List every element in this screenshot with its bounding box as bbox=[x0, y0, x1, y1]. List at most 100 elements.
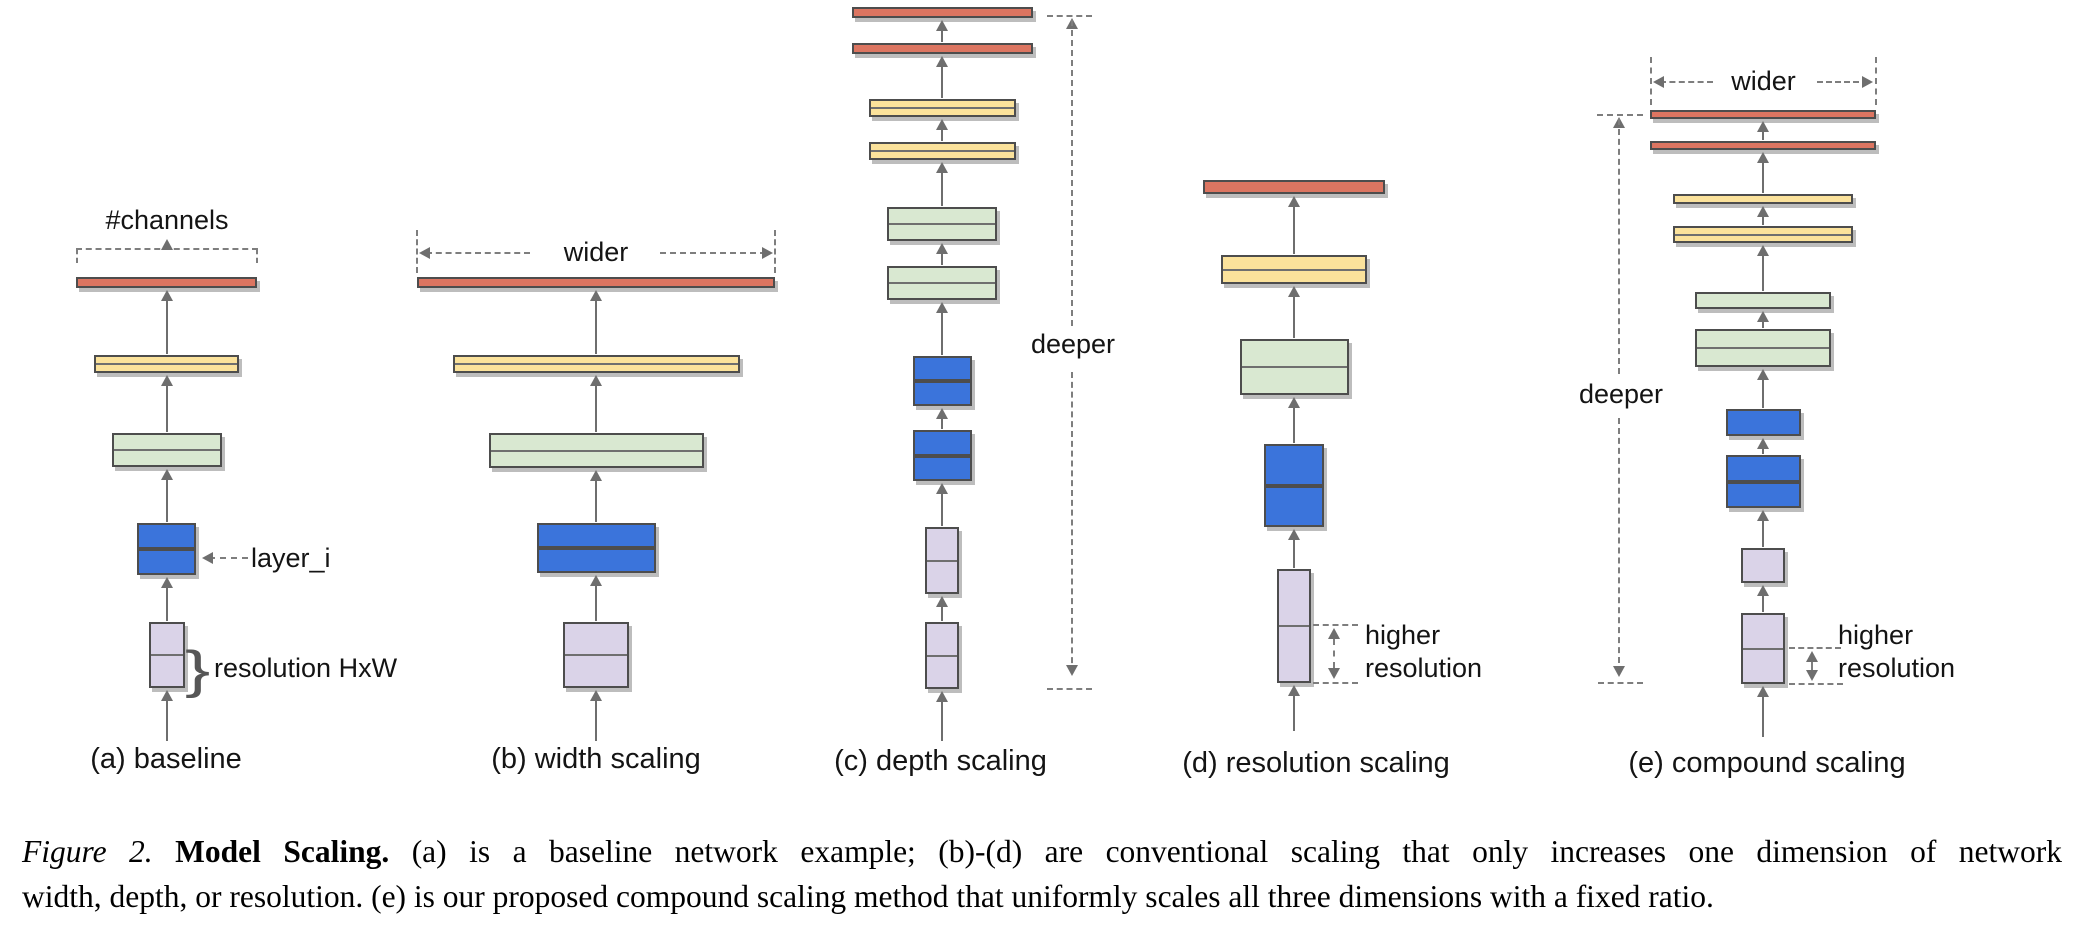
arrowhead-up-icon bbox=[1757, 369, 1769, 380]
layer-split-line bbox=[889, 223, 995, 225]
dashed-hline bbox=[1789, 647, 1841, 649]
arrowhead-up-icon bbox=[1757, 510, 1769, 521]
red-layer-block bbox=[851, 43, 1033, 54]
dashed-hline bbox=[660, 252, 766, 254]
layer-split-line bbox=[1223, 268, 1365, 271]
column-caption-depth-scaling: (c) depth scaling bbox=[834, 745, 1047, 777]
blue-layer-block bbox=[1725, 409, 1801, 436]
blue-layer-block bbox=[137, 523, 196, 575]
arrow-shaft bbox=[1293, 296, 1295, 338]
yellow-layer-block bbox=[94, 355, 239, 373]
layer-split-line bbox=[870, 107, 1014, 109]
layer-split-line bbox=[454, 363, 738, 365]
arrow-shaft bbox=[1762, 131, 1764, 140]
arrow-shaft bbox=[595, 585, 597, 621]
layer-split-line bbox=[565, 654, 627, 656]
layer-split-line bbox=[889, 282, 995, 284]
arrowhead-up-icon bbox=[1288, 397, 1300, 408]
higher-resolution-label-d: higher resolution bbox=[1365, 620, 1483, 683]
layer-i-label: layer_i bbox=[251, 543, 331, 573]
arrow-shaft bbox=[1293, 695, 1295, 731]
arrowhead-up-icon bbox=[590, 690, 602, 701]
arrow-shaft bbox=[1762, 216, 1764, 225]
arrow-shaft bbox=[941, 606, 943, 621]
arrowhead-left-icon bbox=[202, 552, 213, 564]
blue-layer-block bbox=[536, 523, 656, 573]
dashed-hline bbox=[1047, 688, 1092, 690]
blue-layer-block bbox=[912, 430, 972, 481]
dashed-hline bbox=[1817, 81, 1868, 83]
layer-split-line bbox=[139, 547, 194, 551]
arrow-shaft bbox=[1762, 520, 1764, 547]
arrowhead-up-icon bbox=[590, 375, 602, 386]
dashed-vline bbox=[1618, 418, 1620, 673]
purple-layer-block bbox=[925, 527, 959, 594]
green-layer-block bbox=[887, 266, 997, 300]
layer-split-line bbox=[914, 379, 970, 383]
arrowhead-up-icon bbox=[161, 239, 173, 250]
arrow-shaft bbox=[595, 700, 597, 741]
arrowhead-up-icon bbox=[1288, 196, 1300, 207]
arrowhead-up-icon bbox=[590, 575, 602, 586]
layer-split-line bbox=[1266, 483, 1322, 488]
dashed-vline bbox=[1618, 119, 1620, 374]
dashed-vline bbox=[416, 230, 418, 273]
arrow-shaft bbox=[1762, 379, 1764, 408]
green-layer-block bbox=[488, 433, 704, 468]
arrow-shaft bbox=[1293, 206, 1295, 254]
red-layer-block bbox=[851, 7, 1033, 18]
layer-split-line bbox=[927, 559, 957, 562]
dashed-vline bbox=[256, 249, 258, 263]
curly-brace-icon: } bbox=[185, 641, 211, 699]
dashed-vline bbox=[774, 230, 776, 273]
layer-split-line bbox=[1743, 647, 1783, 650]
purple-layer-block bbox=[1741, 548, 1785, 583]
column-caption-width-scaling: (b) width scaling bbox=[491, 743, 701, 775]
arrow-shaft bbox=[595, 300, 597, 354]
purple-layer-block bbox=[148, 622, 185, 688]
yellow-layer-block bbox=[1673, 194, 1853, 204]
yellow-layer-block bbox=[868, 142, 1016, 160]
yellow-layer-block bbox=[452, 355, 740, 373]
arrowhead-right-icon bbox=[762, 247, 773, 259]
dashed-hline bbox=[1313, 682, 1358, 684]
red-layer-block bbox=[1650, 141, 1876, 150]
layer-split-line bbox=[96, 363, 237, 365]
arrowhead-up-icon bbox=[936, 302, 948, 313]
arrow-shaft bbox=[941, 253, 943, 265]
arrowhead-right-icon bbox=[1862, 76, 1873, 88]
arrow-shaft bbox=[1293, 407, 1295, 443]
figure-caption-line1: Figure 2. Model Scaling. (a) is a baseli… bbox=[22, 832, 2062, 871]
arrowhead-up-icon bbox=[160, 375, 173, 386]
purple-layer-block bbox=[1741, 613, 1785, 684]
arrowhead-up-icon bbox=[936, 20, 948, 31]
arrowhead-up-icon bbox=[1757, 245, 1769, 256]
layer-split-line bbox=[1675, 233, 1851, 236]
dashed-vline bbox=[76, 249, 78, 263]
arrowhead-up-icon bbox=[1288, 286, 1300, 297]
arrowhead-up-icon bbox=[936, 162, 948, 173]
column-caption-baseline: (a) baseline bbox=[90, 743, 242, 775]
red-layer-block bbox=[1650, 110, 1876, 119]
layer-split-line bbox=[1697, 347, 1829, 349]
arrow-shaft bbox=[941, 493, 943, 526]
arrowhead-up-icon bbox=[936, 243, 948, 254]
arrow-shaft bbox=[941, 172, 943, 206]
figure-caption-title: Model Scaling. bbox=[175, 834, 390, 869]
arrowhead-up-icon bbox=[936, 483, 948, 494]
arrowhead-left-icon bbox=[419, 247, 430, 259]
layer-split-line bbox=[1279, 625, 1309, 627]
arrow-shaft bbox=[595, 480, 597, 522]
arrow-shaft bbox=[941, 66, 943, 98]
dashed-hline bbox=[1597, 114, 1643, 116]
layer-split-line bbox=[870, 150, 1014, 152]
layer-split-line bbox=[927, 654, 957, 657]
layer-split-line bbox=[1727, 479, 1799, 484]
arrow-shaft bbox=[941, 418, 943, 429]
arrowhead-up-icon bbox=[1757, 311, 1769, 322]
higher-resolution-label-e: higher resolution bbox=[1838, 620, 1956, 683]
figure-caption-line2: width, depth, or resolution. (e) is our … bbox=[22, 879, 1714, 914]
arrow-shaft bbox=[1293, 539, 1295, 568]
figure-caption-body-1: (a) is a baseline network example; (b)-(… bbox=[411, 834, 2063, 869]
arrowhead-down-icon bbox=[1806, 670, 1818, 681]
